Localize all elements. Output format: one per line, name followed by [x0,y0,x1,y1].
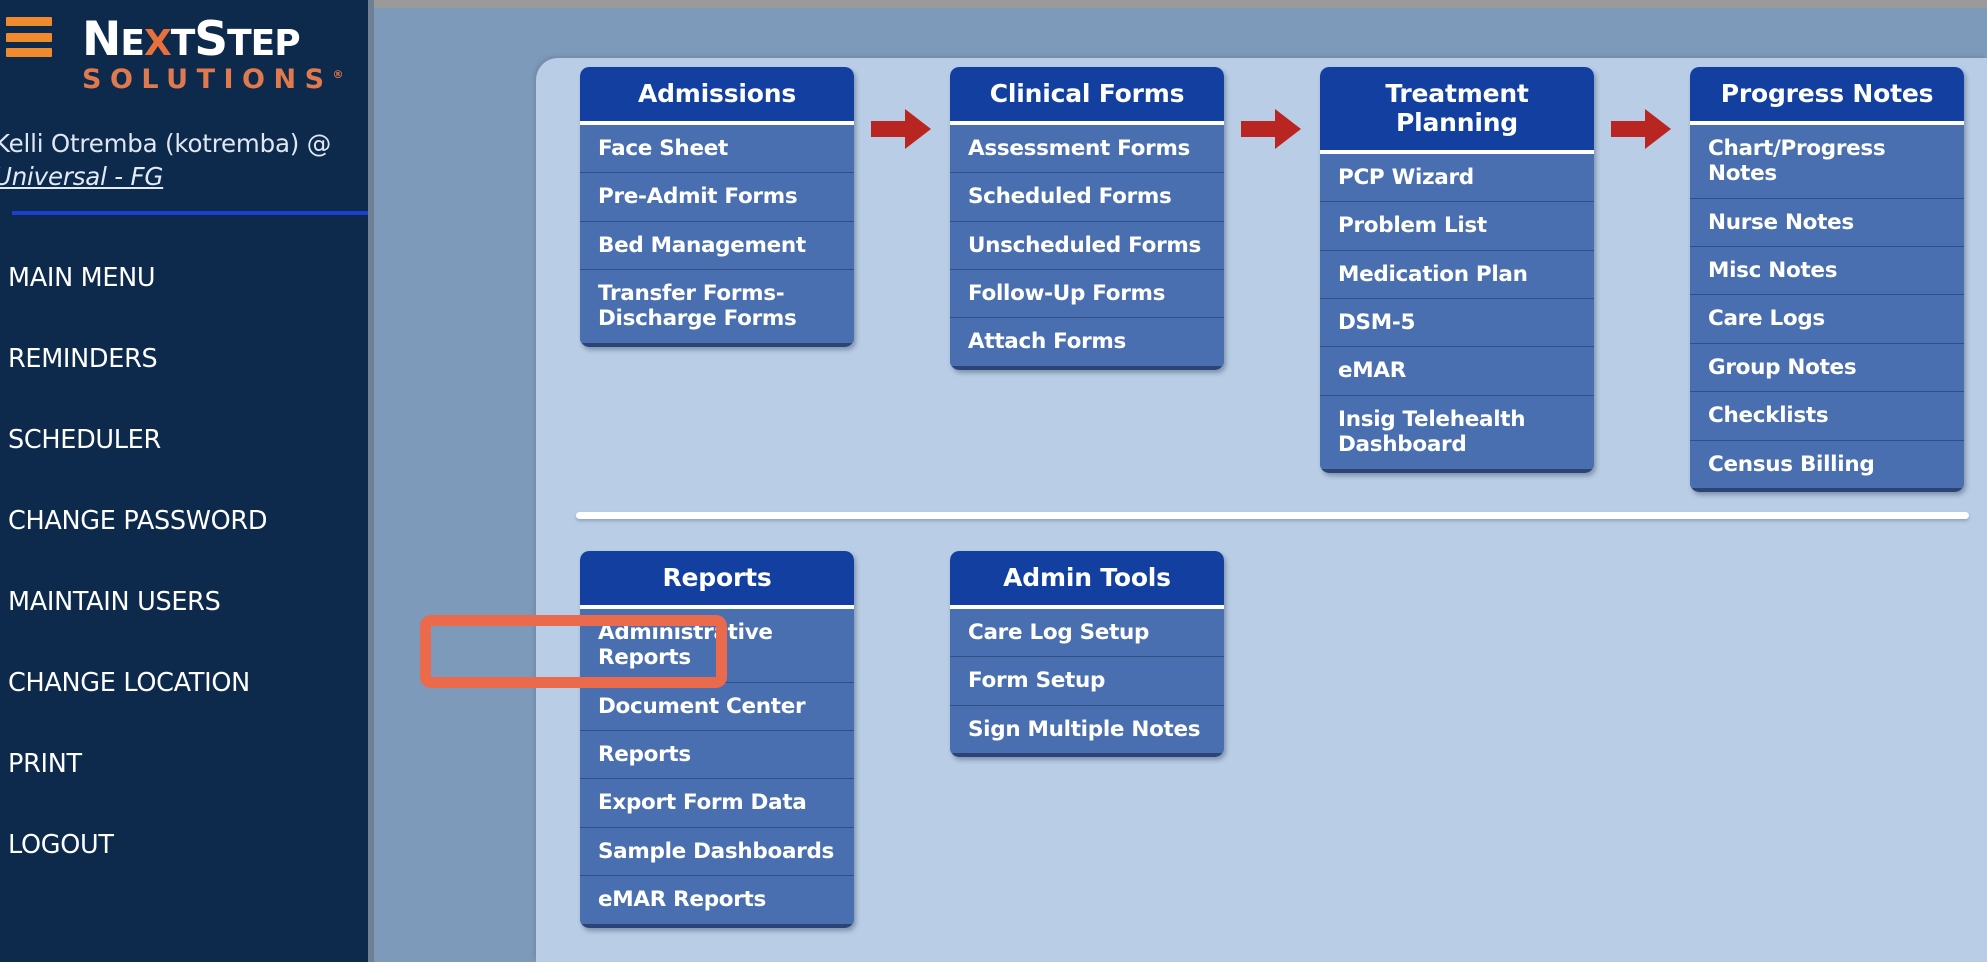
menu-item-face-sheet[interactable]: Face Sheet [580,125,854,174]
hamburger-bar-1 [6,17,52,26]
sidebar-item-reminders[interactable]: REMINDERS [8,344,158,374]
menu-item-pre-admit-forms[interactable]: Pre-Admit Forms [580,173,854,222]
hamburger-bar-3 [6,48,52,57]
workflow-row-top: Admissions Face Sheet Pre-Admit Forms Be… [580,67,1964,492]
nextstep-logo: NEXTSTEP SOLUTIONS® [82,16,352,95]
card-header-reports[interactable]: Reports [580,551,854,609]
card-admissions: Admissions Face Sheet Pre-Admit Forms Be… [580,67,854,347]
content-panel: Admissions Face Sheet Pre-Admit Forms Be… [536,58,1987,962]
menu-item-misc-notes[interactable]: Misc Notes [1690,247,1964,296]
user-info: Kelli Otremba (kotremba) @ Universal - F… [0,128,354,194]
menu-item-chart-progress-notes[interactable]: Chart/Progress Notes [1690,125,1964,199]
card-header-clinical-forms[interactable]: Clinical Forms [950,67,1224,125]
card-body-treatment-planning: PCP Wizard Problem List Medication Plan … [1320,154,1594,473]
card-body-clinical-forms: Assessment Forms Scheduled Forms Unsched… [950,125,1224,370]
sidebar-edge [368,0,374,962]
sidebar-item-scheduler[interactable]: SCHEDULER [8,425,161,455]
window-top-strip [0,0,1987,8]
logo-wordmark: NEXTSTEP [82,12,301,67]
menu-item-medication-plan[interactable]: Medication Plan [1320,250,1594,300]
card-body-admin-tools: Care Log Setup Form Setup Sign Multiple … [950,609,1224,758]
sidebar: NEXTSTEP SOLUTIONS® Kelli Otremba (kotre… [0,0,368,962]
menu-item-reports[interactable]: Reports [580,731,854,780]
sidebar-item-logout[interactable]: LOGOUT [8,830,114,860]
menu-item-scheduled-forms[interactable]: Scheduled Forms [950,173,1224,222]
card-header-progress-notes[interactable]: Progress Notes [1690,67,1964,125]
menu-item-pcp-wizard[interactable]: PCP Wizard [1320,154,1594,203]
section-divider [576,512,1969,519]
arrow-right-icon-3 [1594,67,1690,151]
hamburger-menu-icon[interactable] [6,14,52,60]
sidebar-item-change-location[interactable]: CHANGE LOCATION [8,668,250,698]
menu-item-care-log-setup[interactable]: Care Log Setup [950,609,1224,658]
menu-item-bed-management[interactable]: Bed Management [580,221,854,271]
sidebar-divider [12,211,368,215]
card-progress-notes: Progress Notes Chart/Progress Notes Nurs… [1690,67,1964,492]
sidebar-item-print[interactable]: PRINT [8,749,82,779]
menu-item-emar-reports[interactable]: eMAR Reports [580,876,854,924]
menu-item-form-setup[interactable]: Form Setup [950,657,1224,706]
menu-item-census-billing[interactable]: Census Billing [1690,440,1964,488]
arrow-right-icon-1 [854,67,950,151]
menu-item-transfer-forms-discharge-forms[interactable]: Transfer Forms-Discharge Forms [580,270,854,343]
menu-item-nurse-notes[interactable]: Nurse Notes [1690,198,1964,248]
menu-item-document-center[interactable]: Document Center [580,682,854,732]
menu-item-insig-telehealth-dashboard[interactable]: Insig Telehealth Dashboard [1320,395,1594,469]
card-header-treatment-planning[interactable]: Treatment Planning [1320,67,1594,154]
logo-subtitle: SOLUTIONS® [82,64,344,95]
menu-item-sign-multiple-notes[interactable]: Sign Multiple Notes [950,705,1224,754]
card-clinical-forms: Clinical Forms Assessment Forms Schedule… [950,67,1224,370]
sidebar-nav: MAIN MENU REMINDERS SCHEDULER CHANGE PAS… [0,238,368,886]
menu-item-group-notes[interactable]: Group Notes [1690,343,1964,393]
menu-item-attach-forms[interactable]: Attach Forms [950,318,1224,366]
card-body-progress-notes: Chart/Progress Notes Nurse Notes Misc No… [1690,125,1964,492]
sidebar-item-maintain-users[interactable]: MAINTAIN USERS [8,587,221,617]
card-header-admin-tools[interactable]: Admin Tools [950,551,1224,609]
card-body-reports: Administrative Reports Document Center R… [580,609,854,928]
card-body-admissions: Face Sheet Pre-Admit Forms Bed Managemen… [580,125,854,347]
menu-item-dsm-5[interactable]: DSM-5 [1320,299,1594,348]
hamburger-bar-2 [6,32,52,42]
menu-item-sample-dashboards[interactable]: Sample Dashboards [580,827,854,877]
menu-item-care-logs[interactable]: Care Logs [1690,295,1964,344]
card-treatment-planning: Treatment Planning PCP Wizard Problem Li… [1320,67,1594,473]
menu-item-unscheduled-forms[interactable]: Unscheduled Forms [950,221,1224,271]
menu-item-administrative-reports[interactable]: Administrative Reports [580,609,854,683]
menu-item-assessment-forms[interactable]: Assessment Forms [950,125,1224,174]
card-header-admissions[interactable]: Admissions [580,67,854,125]
sidebar-item-change-password[interactable]: CHANGE PASSWORD [8,506,268,536]
card-admin-tools: Admin Tools Care Log Setup Form Setup Si… [950,551,1224,758]
menu-item-checklists[interactable]: Checklists [1690,392,1964,441]
menu-item-emar[interactable]: eMAR [1320,347,1594,396]
row-bottom-spacer [854,551,950,591]
sidebar-item-main-menu[interactable]: MAIN MENU [8,263,156,293]
arrow-right-icon-2 [1224,67,1320,151]
menu-item-problem-list[interactable]: Problem List [1320,202,1594,251]
user-name-label: Kelli Otremba (kotremba) @ [0,129,331,158]
workflow-row-bottom: Reports Administrative Reports Document … [580,551,1224,928]
card-reports: Reports Administrative Reports Document … [580,551,854,928]
menu-item-export-form-data[interactable]: Export Form Data [580,779,854,828]
facility-link[interactable]: Universal - FG [0,162,164,192]
menu-item-follow-up-forms[interactable]: Follow-Up Forms [950,270,1224,319]
